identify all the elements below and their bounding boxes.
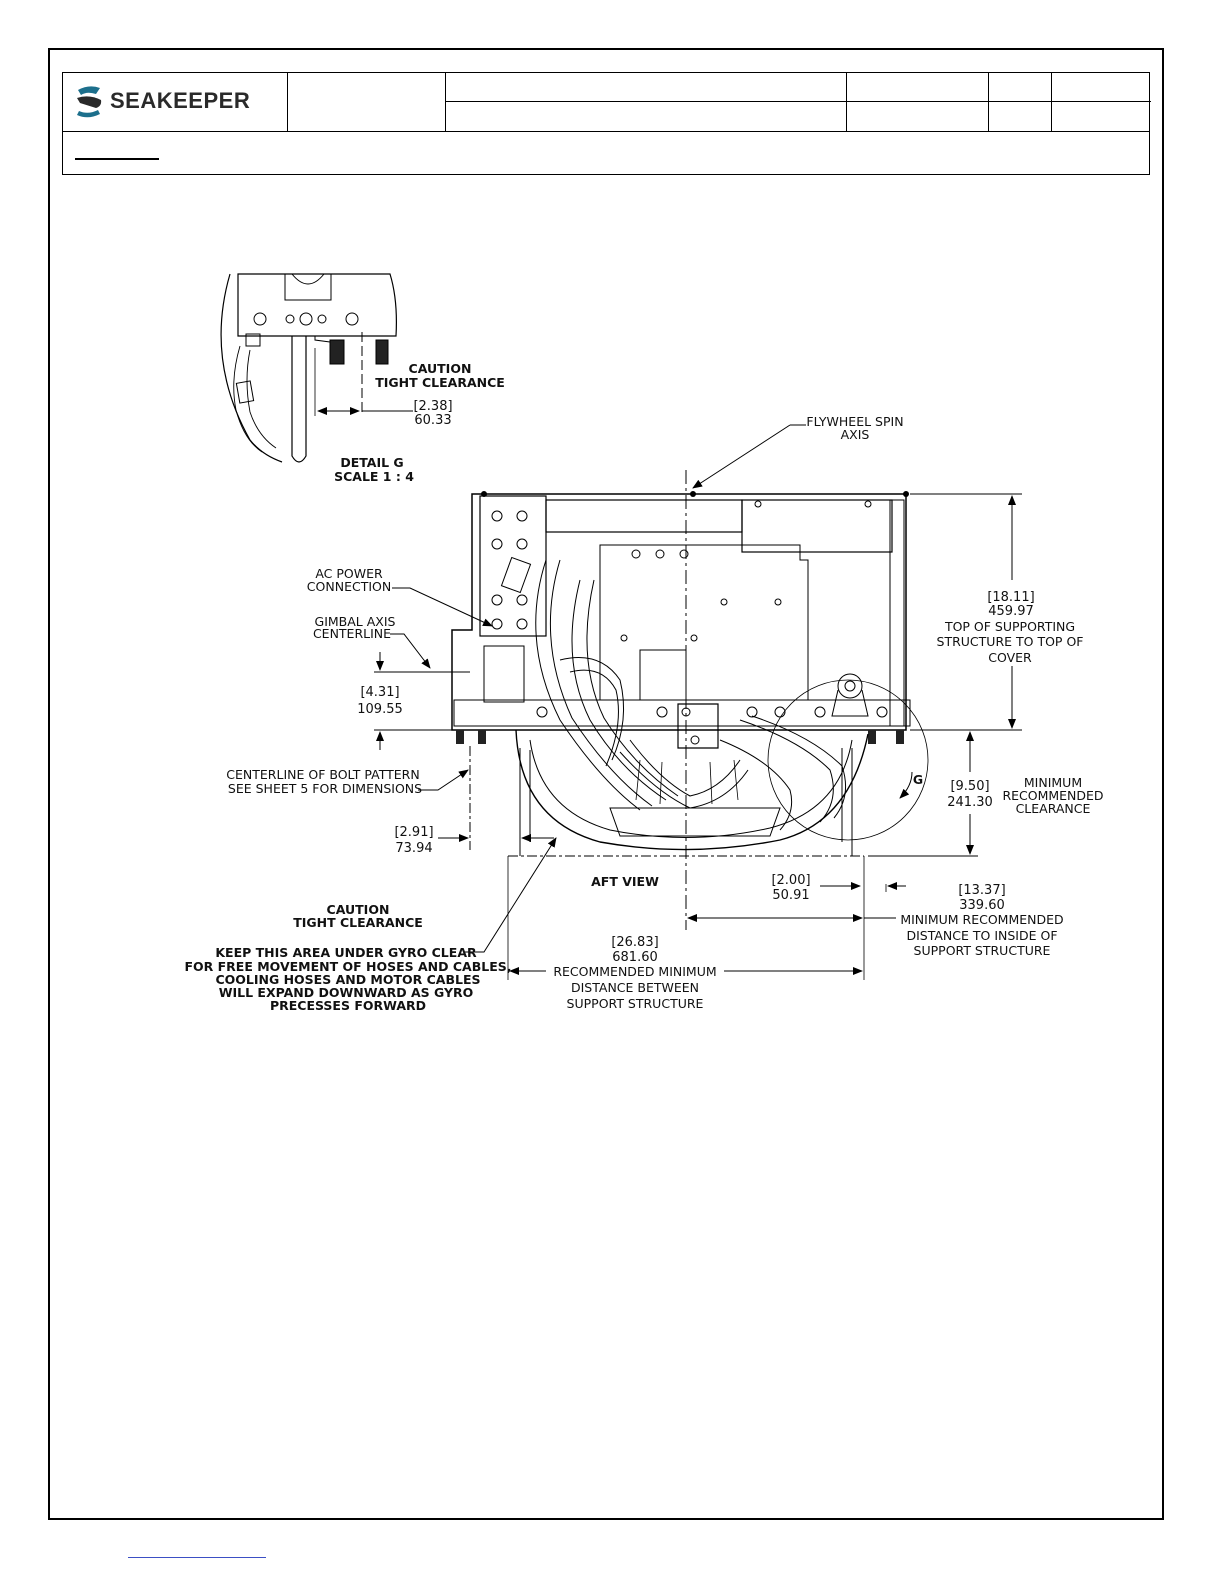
keep-clear-line-4: WILL EXPAND DOWNWARD AS GYRO: [219, 985, 474, 1000]
top-cover-desc-line-2: STRUCTURE TO TOP OF: [937, 634, 1084, 649]
bolt-offset-dim-mm: 73.94: [395, 841, 432, 856]
detail-g-view: [220, 273, 413, 463]
flywheel-axis-label-line-1: FLYWHEEL SPIN: [806, 414, 903, 429]
gimbal-height-dim-inches: [4.31]: [360, 685, 399, 700]
aft-caution-title: CAUTION: [327, 902, 390, 917]
side-offset-dim-inches: [2.00]: [771, 873, 810, 888]
title-block-divider: [988, 73, 989, 131]
top-cover-desc-line-3: COVER: [988, 650, 1032, 665]
detail-dim-mm: 60.33: [414, 413, 451, 428]
inside-distance-desc-line-2: DISTANCE TO INSIDE OF: [906, 928, 1057, 943]
min-clearance-desc-line-2: RECOMMENDED: [1002, 788, 1103, 803]
support-distance-dim-inches: [26.83]: [611, 935, 658, 950]
support-distance-desc-line-1: RECOMMENDED MINIMUM: [553, 964, 716, 979]
top-cover-desc-line-1: TOP OF SUPPORTING: [944, 619, 1075, 634]
title-block: [62, 72, 1151, 175]
bolt-pattern-label-line-1: CENTERLINE OF BOLT PATTERN: [226, 767, 419, 782]
footer-link-underline[interactable]: [128, 1557, 266, 1558]
inside-distance-dim-inches: [13.37]: [958, 883, 1005, 898]
bolt-offset-dim-inches: [2.91]: [394, 825, 433, 840]
detail-caution-text: TIGHT CLEARANCE: [375, 375, 505, 390]
min-clearance-dim-inches: [9.50]: [950, 779, 989, 794]
keep-clear-line-1: KEEP THIS AREA UNDER GYRO CLEAR: [215, 945, 477, 960]
drawing-sheet-border: [48, 48, 1164, 1520]
top-cover-dim-mm: 459.97: [988, 604, 1034, 619]
aft-view-title: AFT VIEW: [591, 874, 659, 889]
keep-clear-line-2: FOR FREE MOVEMENT OF HOSES AND CABLES,: [185, 959, 512, 974]
title-block-divider: [1051, 73, 1052, 131]
title-block-divider: [846, 73, 847, 131]
inside-distance-desc-line-3: SUPPORT STRUCTURE: [914, 943, 1051, 958]
ac-power-label-line-1: AC POWER: [315, 566, 383, 581]
detail-title: DETAIL G: [340, 455, 403, 470]
title-block-divider: [445, 101, 1151, 102]
inside-distance-dim-mm: 339.60: [959, 898, 1005, 913]
seakeeper-logo: SEAKEEPER: [74, 84, 250, 118]
keep-clear-line-5: PRECESSES FORWARD: [270, 998, 426, 1013]
detail-dim-inches: [2.38]: [413, 399, 452, 414]
title-block-divider: [63, 131, 1149, 132]
detail-scale: SCALE 1 : 4: [334, 469, 414, 484]
note-underline: [75, 158, 159, 160]
top-cover-dim-inches: [18.11]: [987, 590, 1034, 605]
side-offset-dim-mm: 50.91: [772, 888, 809, 903]
support-distance-desc-line-3: SUPPORT STRUCTURE: [567, 996, 704, 1011]
min-clearance-desc-line-3: CLEARANCE: [1016, 801, 1091, 816]
support-distance-dim-mm: 681.60: [612, 950, 658, 965]
detail-caution-title: CAUTION: [409, 361, 472, 376]
min-clearance-desc-line-1: MINIMUM: [1024, 775, 1082, 790]
gimbal-height-dim-mm: 109.55: [357, 702, 403, 717]
aft-caution-text: TIGHT CLEARANCE: [293, 915, 423, 930]
brand-name: SEAKEEPER: [110, 88, 251, 113]
keep-clear-line-3: COOLING HOSES AND MOTOR CABLES: [215, 972, 480, 987]
aft-view-gyro: [451, 491, 929, 980]
gimbal-axis-label-line-1: GIMBAL AXIS: [315, 614, 396, 629]
bolt-pattern-label-line-2: SEE SHEET 5 FOR DIMENSIONS: [228, 781, 422, 796]
min-clearance-dim-mm: 241.30: [947, 795, 993, 810]
inside-distance-desc-line-1: MINIMUM RECOMMENDED: [900, 912, 1063, 927]
ac-power-label-line-2: CONNECTION: [307, 579, 391, 594]
gimbal-axis-label-line-2: CENTERLINE: [313, 626, 391, 641]
detail-g-callout: G: [913, 772, 923, 787]
flywheel-axis-label-line-2: AXIS: [841, 427, 870, 442]
seakeeper-logo-icon: [77, 86, 102, 118]
support-distance-desc-line-2: DISTANCE BETWEEN: [571, 980, 699, 995]
title-block-divider: [287, 73, 288, 131]
title-block-divider: [445, 73, 446, 131]
